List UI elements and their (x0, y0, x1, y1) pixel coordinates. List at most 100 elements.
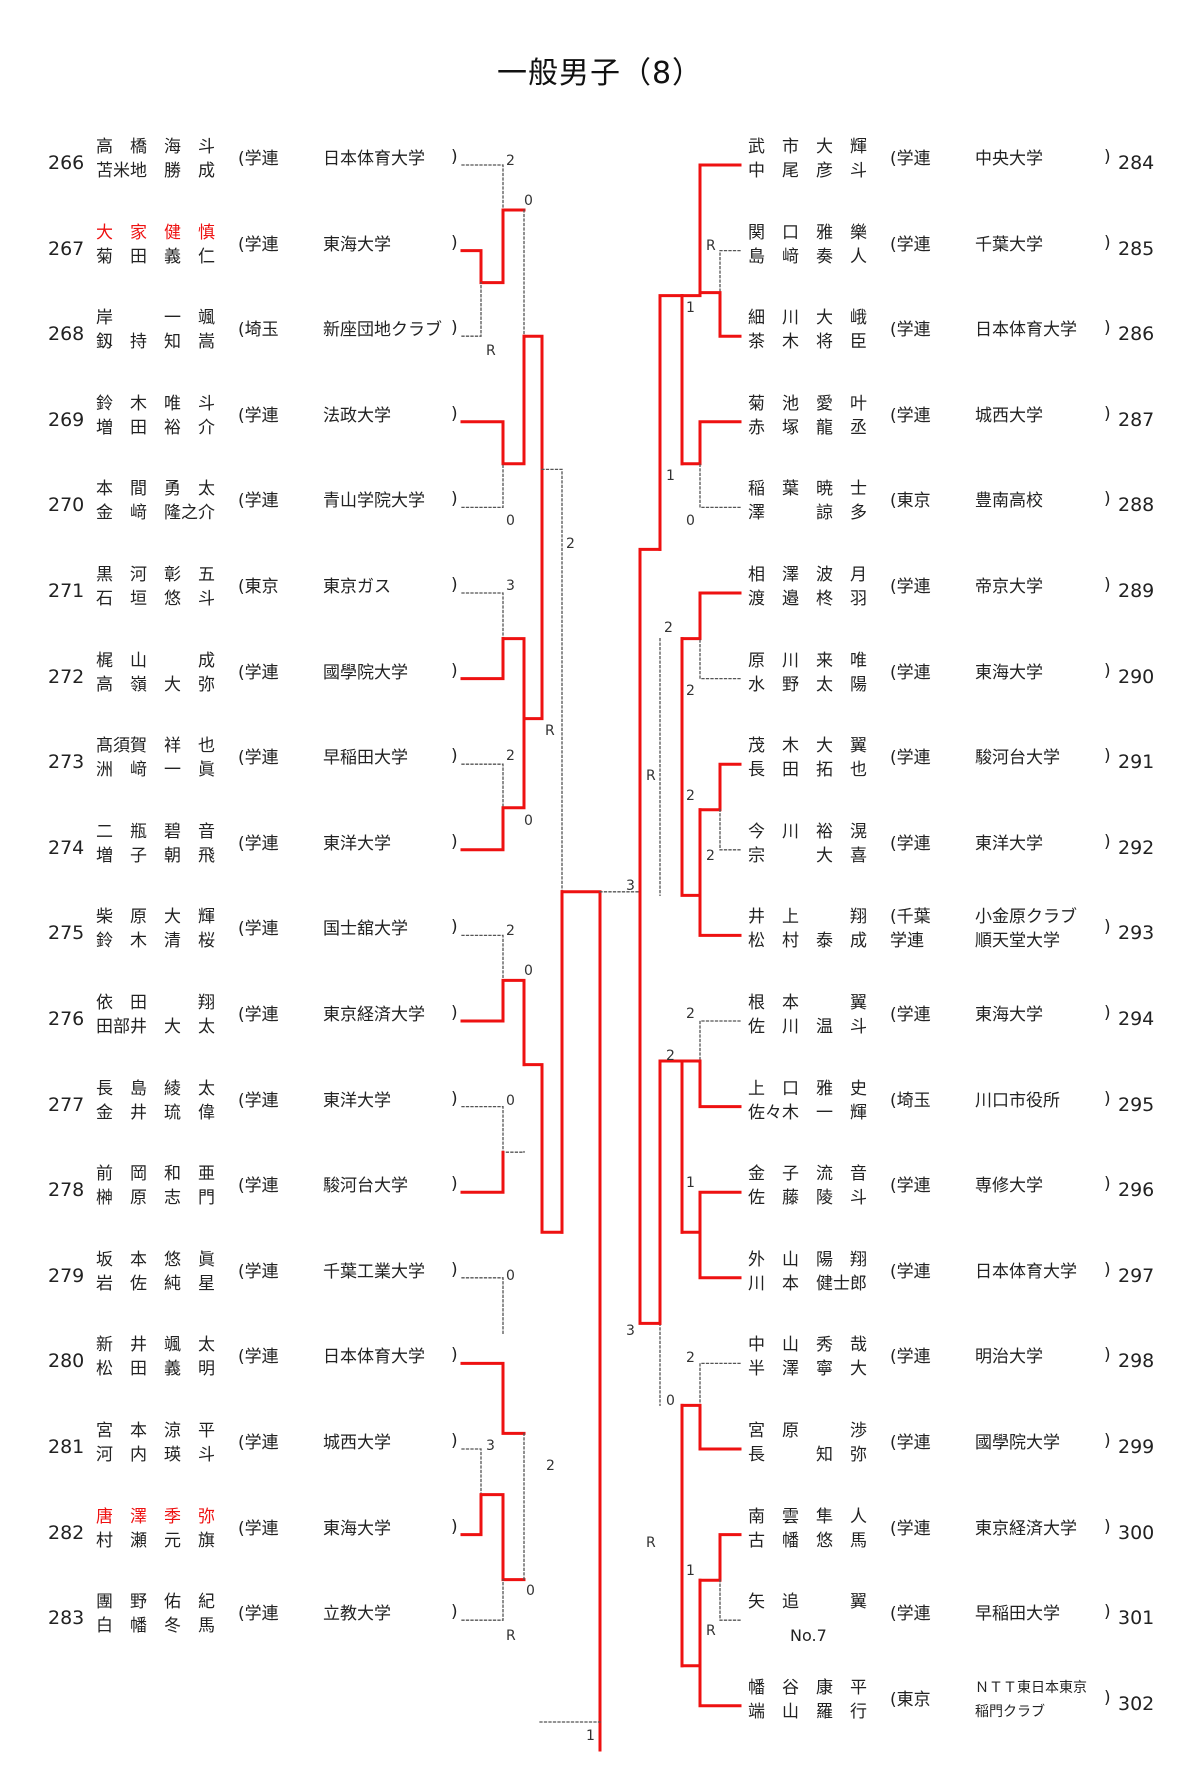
player-name: 黒 河 彰 五 (96, 565, 215, 585)
entry-number: 288 (1118, 494, 1155, 517)
close-paren: ) (451, 489, 458, 510)
prefecture-label: (学連 (238, 1433, 279, 1453)
close-paren: ) (1104, 147, 1111, 167)
match-score: 0 (666, 1393, 675, 1409)
winner-line (460, 1493, 526, 1582)
team-name: 東洋大学 (975, 832, 1043, 856)
winner-line (658, 1059, 684, 1325)
prefecture-label: (学連 (238, 234, 279, 255)
bracket-line (541, 468, 563, 893)
entry-number: 300 (1118, 1521, 1155, 1544)
prefecture-label: 学連 (890, 931, 924, 952)
player-name: 田部井 大 太 (96, 1017, 215, 1037)
team-name: 駿河台大学 (975, 746, 1060, 770)
prefecture: (学連 (238, 1602, 279, 1626)
player-name: 白 幡 冬 馬 (96, 1616, 215, 1637)
team-label: 城西大学 (323, 1433, 391, 1453)
match-score: 0 (686, 513, 695, 529)
match-score: 2 (546, 1458, 555, 1474)
entry-number: 294 (1118, 1008, 1155, 1030)
entry-number: 290 (1118, 665, 1155, 688)
match-score: 3 (506, 578, 515, 594)
player-name: 金 子 流 音 (748, 1164, 867, 1185)
team-name: 千葉工業大学 (323, 1260, 425, 1284)
winner-line (460, 208, 526, 285)
player-names: 柴 原 大 輝鈴 木 清 桜 (96, 905, 215, 953)
winner-line (460, 1361, 526, 1435)
team-name: 千葉大学 (975, 233, 1043, 257)
entry-number: 299 (1118, 1436, 1155, 1458)
player-name: 梶 山 成 (96, 650, 215, 671)
team-name: 中央大学 (975, 147, 1043, 171)
player-name: 宮 本 涼 平 (96, 1421, 215, 1441)
winner-line (460, 717, 526, 852)
player-name: 菊 池 愛 叶 (748, 393, 867, 414)
player-name: 釼 持 知 嵩 (96, 332, 215, 353)
player-name: 佐 藤 陵 斗 (748, 1188, 867, 1209)
team-name: 東京ガス (323, 575, 391, 599)
player-names: 團 野 佑 紀白 幡 冬 馬 (96, 1590, 215, 1638)
team-label: 帝京大学 (975, 577, 1043, 597)
team-name: 日本体育大学 (323, 1345, 425, 1369)
close-paren: ) (451, 1259, 458, 1280)
entry-number: 272 (48, 665, 85, 688)
team-label: ＮＴＴ東日本東京 (975, 1679, 1087, 1696)
player-names: 坂 本 悠 眞岩 佐 純 星 (96, 1248, 215, 1296)
player-name: 長 知 弥 (748, 1445, 867, 1465)
entry-number: 293 (1118, 922, 1155, 945)
player-names: 矢 追 翼 (748, 1590, 867, 1614)
player-name: 相 澤 波 月 (748, 565, 867, 585)
player-names: 二 瓶 碧 音増 子 朝 飛 (96, 820, 215, 868)
prefecture-label: (学連 (890, 149, 931, 169)
bracket-line (461, 763, 504, 821)
prefecture: (学連 (890, 1003, 931, 1027)
match-score: 2 (506, 748, 515, 764)
winner-line (698, 1533, 742, 1582)
winner-line (638, 547, 662, 894)
prefecture-label: (学連 (238, 919, 279, 940)
team-name: 日本体育大学 (323, 147, 425, 171)
bracket-line (461, 592, 504, 640)
team-label: 青山学院大学 (323, 491, 425, 512)
team-name: 川口市役所 (975, 1089, 1060, 1113)
player-name: 稲 葉 暁 士 (748, 479, 867, 500)
team-label: 日本体育大学 (323, 1347, 425, 1368)
prefecture-label: (学連 (890, 662, 931, 683)
player-name: 茂 木 大 翼 (748, 736, 867, 757)
prefecture: (学連 (238, 1260, 279, 1284)
close-paren: ) (451, 917, 458, 938)
prefecture-label: (学連 (238, 662, 279, 683)
prefecture: (学連 (238, 1174, 279, 1198)
player-names: 新 井 颯 太松 田 義 明 (96, 1333, 215, 1381)
match-score: 2 (566, 536, 575, 552)
prefecture-label: (学連 (890, 1433, 931, 1453)
team-name: 帝京大学 (975, 575, 1043, 599)
entry-number: 274 (48, 836, 85, 859)
prefecture-label: (学連 (238, 1518, 279, 1539)
player-names: 長 島 綾 太金 井 琉 偉 (96, 1077, 215, 1125)
prefecture-label: (学連 (890, 833, 931, 854)
close-paren: ) (1104, 1259, 1111, 1280)
winner-line (460, 978, 526, 1067)
player-names: 井 上 翔松 村 泰 成 (748, 905, 867, 953)
close-paren: ) (1104, 1602, 1111, 1623)
player-names: 本 間 勇 太金 﨑 隆之介 (96, 477, 215, 525)
team-name: 専修大学 (975, 1174, 1043, 1198)
match-score: 2 (686, 683, 695, 699)
match-score: R (706, 238, 716, 254)
winner-line (698, 291, 742, 338)
player-name: 幡 谷 康 平 (748, 1677, 867, 1698)
team-label: 中央大学 (975, 149, 1043, 169)
winner-line (658, 294, 684, 551)
team-label: 新座団地クラブ (323, 320, 442, 341)
